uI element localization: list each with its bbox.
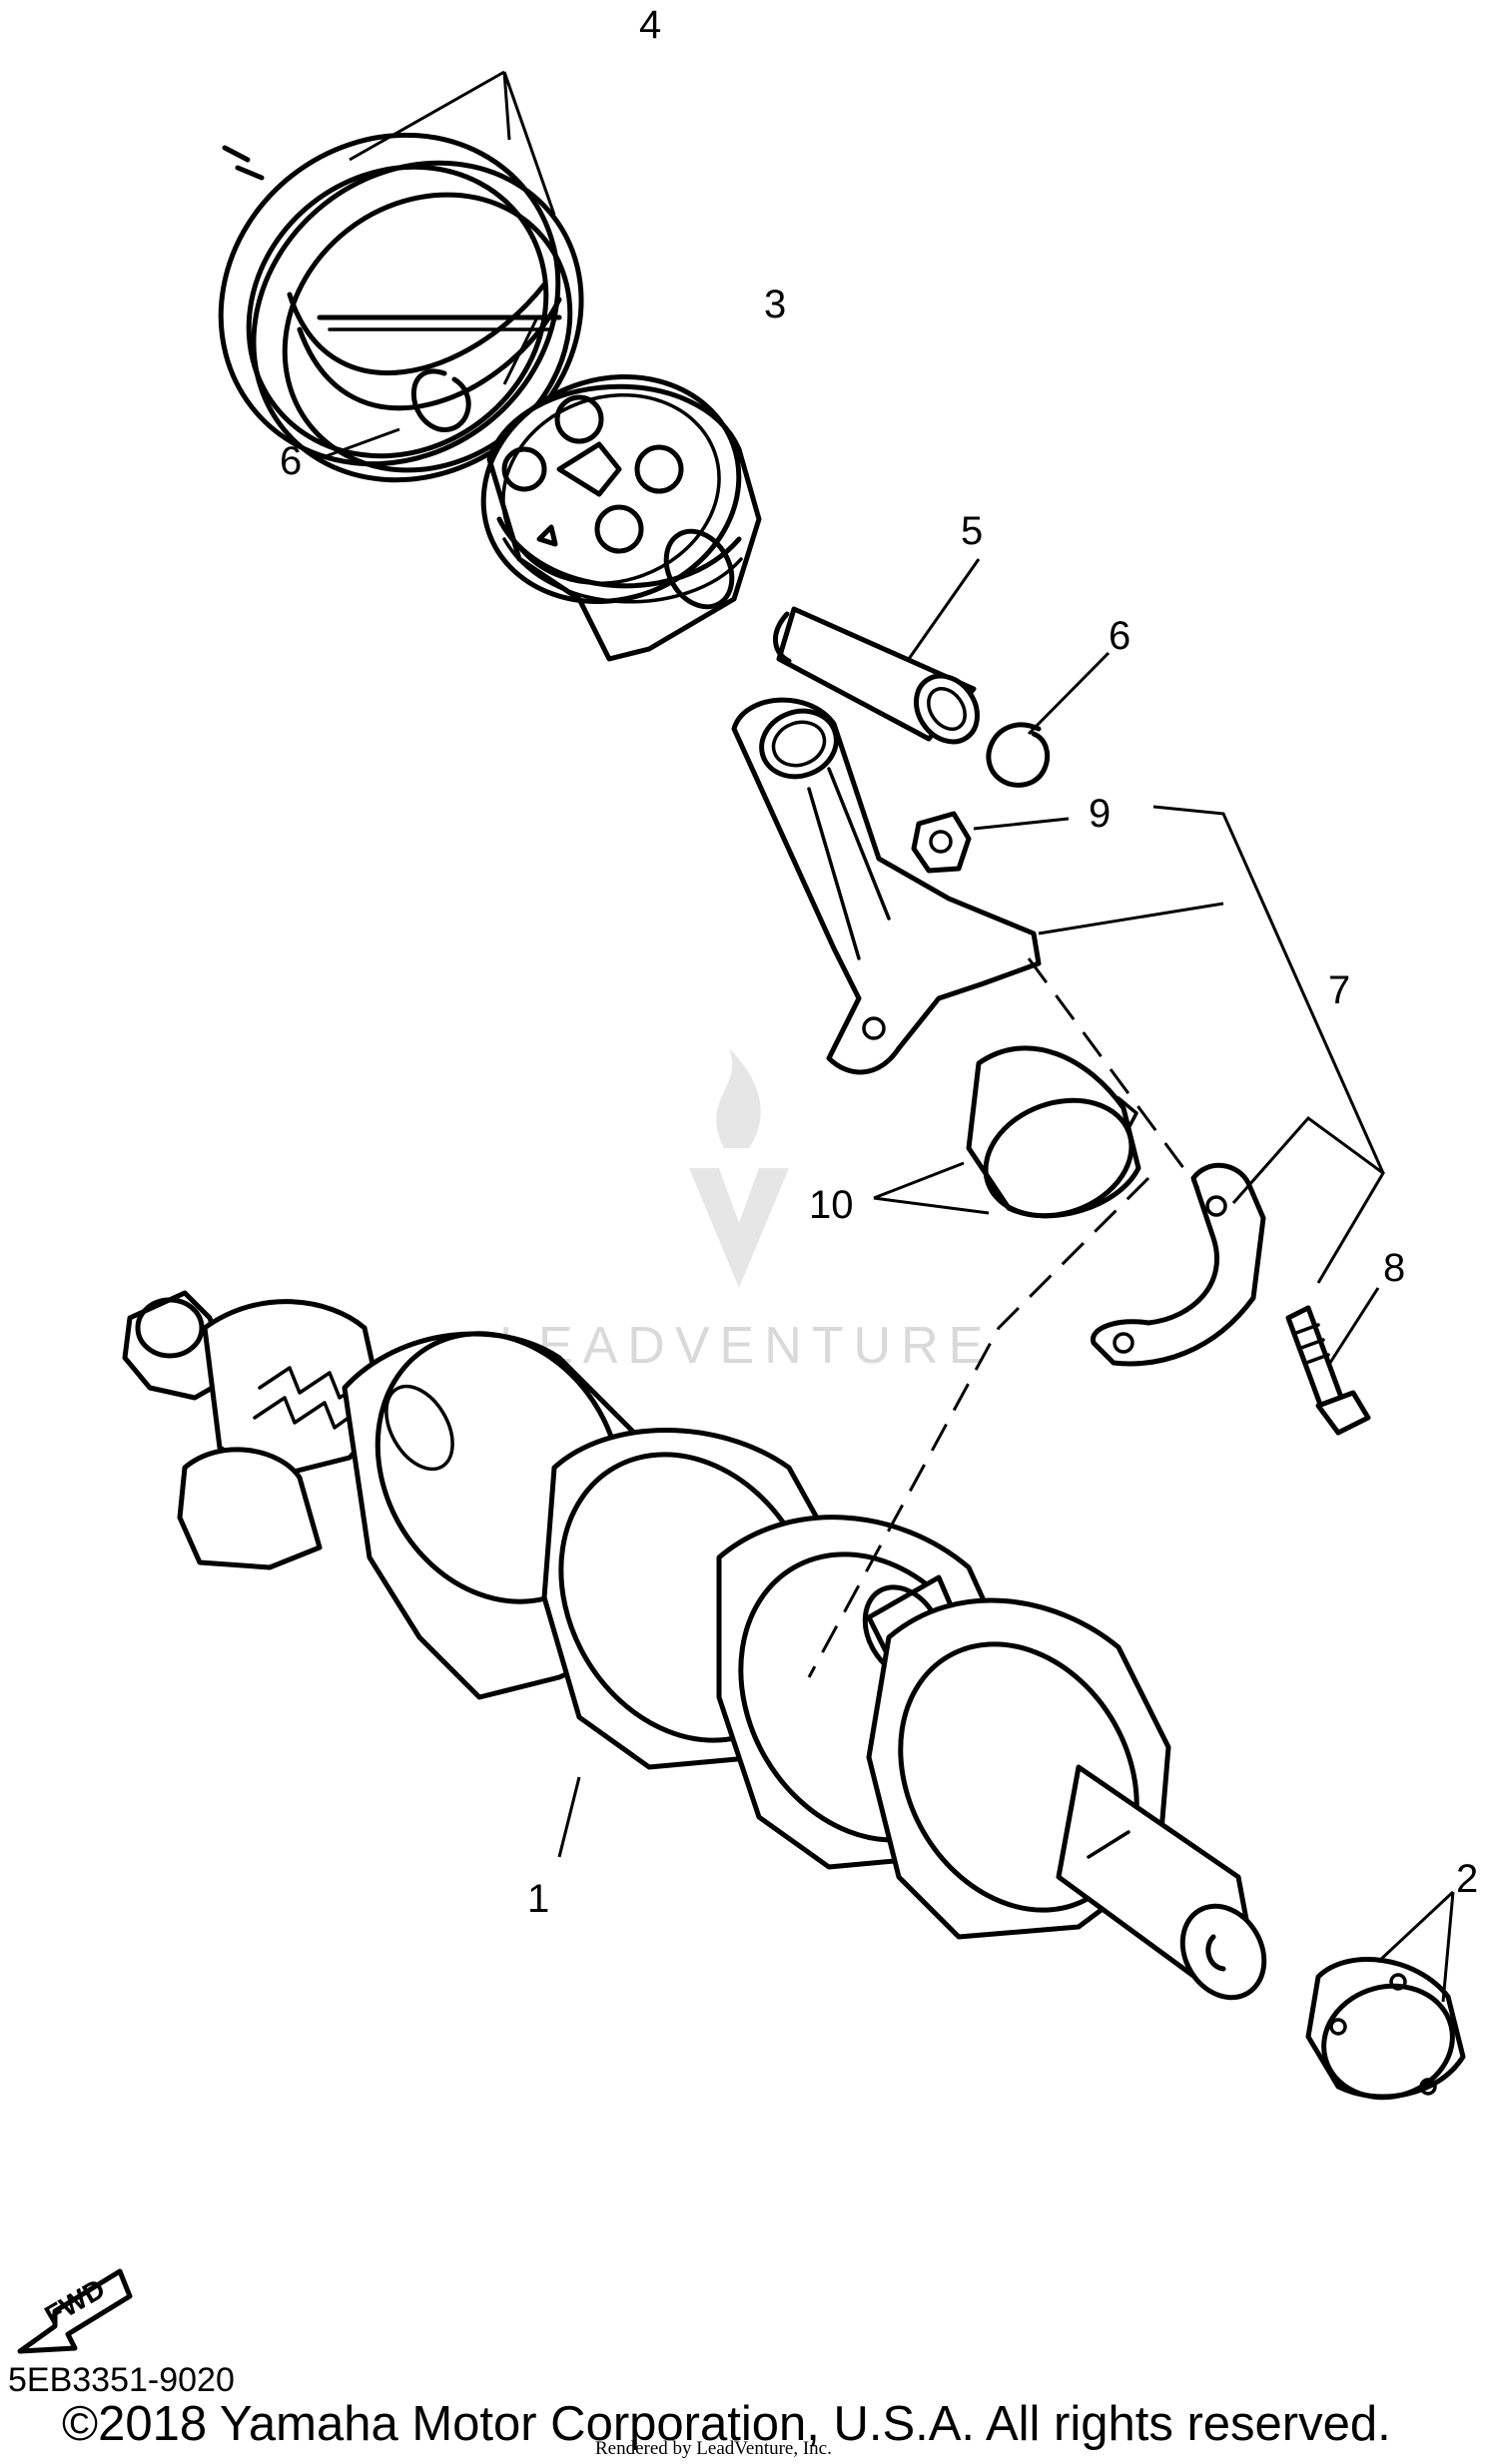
callout-5: 5 bbox=[961, 509, 983, 553]
rod-bolt bbox=[1285, 1305, 1371, 1436]
crankshaft bbox=[122, 1290, 1267, 2001]
rod-nut bbox=[911, 811, 972, 874]
callout-10: 10 bbox=[809, 1183, 854, 1227]
callout-9: 9 bbox=[1089, 792, 1111, 836]
callout-8: 8 bbox=[1383, 1246, 1405, 1290]
copyright-notice: ©2018 Yamaha Motor Corporation, U.S.A. A… bbox=[62, 2397, 1391, 2451]
callout-3: 3 bbox=[764, 283, 786, 326]
callout-4: 4 bbox=[639, 3, 661, 47]
callout-1: 1 bbox=[527, 1877, 549, 1921]
leader-lines bbox=[317, 70, 1455, 2003]
piston bbox=[480, 373, 762, 662]
rendered-by-notice: Rendered by LeadVenture, Inc. bbox=[595, 2438, 832, 2459]
main-bearing bbox=[1305, 1957, 1466, 2101]
piston-pin-clip-right bbox=[986, 722, 1051, 788]
watermark-logo: LEADVENTURE bbox=[499, 1048, 993, 1375]
callout-2: 2 bbox=[1456, 1857, 1478, 1901]
callout-6-right: 6 bbox=[1109, 614, 1130, 658]
callout-7: 7 bbox=[1328, 968, 1350, 1012]
piston-pin bbox=[773, 606, 980, 745]
diagram-code: 5EB3351-9020 bbox=[8, 2361, 235, 2399]
connecting-rod bbox=[731, 697, 1042, 1075]
piston-pin-clip-left bbox=[410, 368, 471, 432]
big-end-bearing bbox=[966, 1045, 1141, 1219]
callout-6-left: 6 bbox=[280, 439, 302, 483]
watermark-text: LEADVENTURE bbox=[499, 1317, 993, 1375]
rod-cap bbox=[1091, 1162, 1266, 1367]
fwd-arrow: FWD bbox=[17, 2268, 133, 2354]
callout-labels: 4 3 6 5 6 9 7 10 8 1 2 bbox=[280, 3, 1478, 1921]
